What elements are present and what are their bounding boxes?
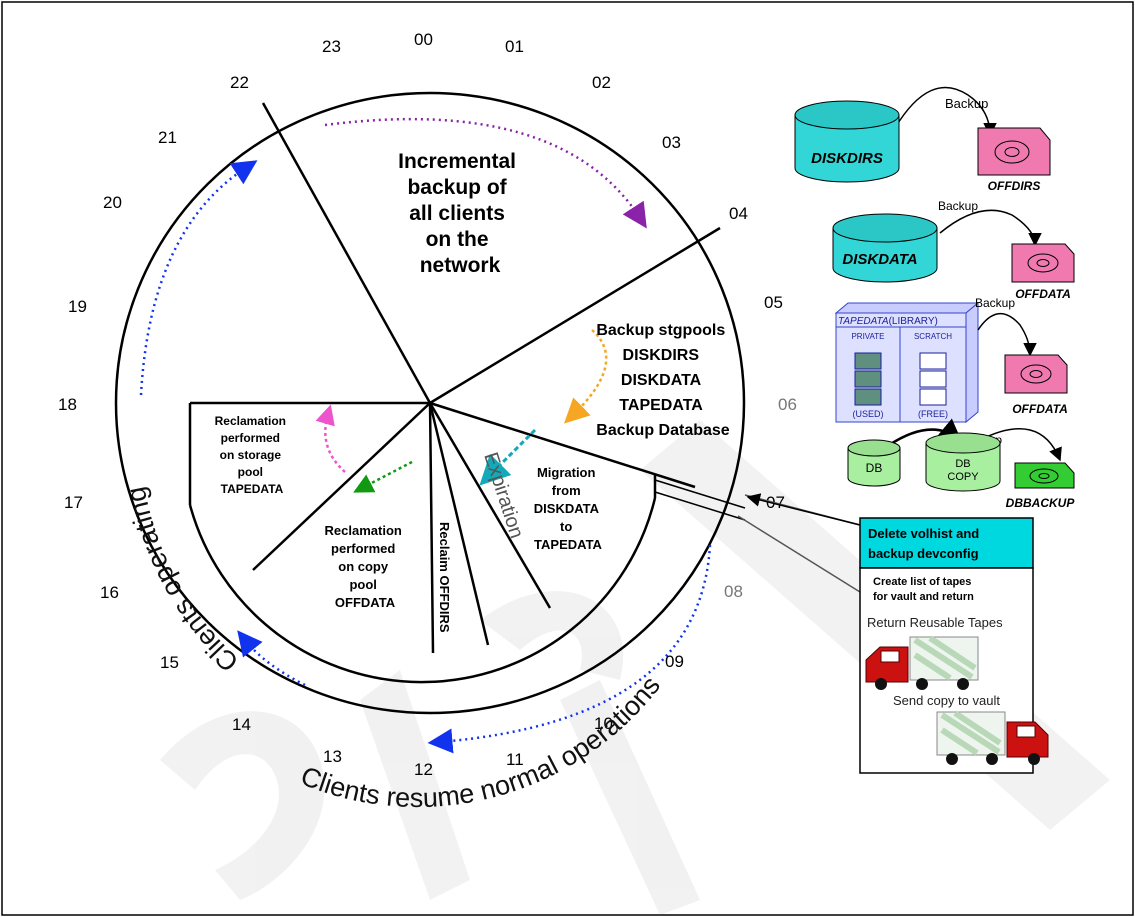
- segment-migration: Migration from DISKDATA to TAPEDATA: [479, 428, 603, 552]
- svg-text:TAPEDATA(LIBRARY): TAPEDATA(LIBRARY): [838, 316, 938, 327]
- dbbackup-label: DBBACKUP: [1006, 496, 1076, 510]
- svg-text:DISKDATA: DISKDATA: [842, 251, 917, 268]
- migration-text: Migration from DISKDATA to TAPEDATA: [534, 465, 603, 552]
- inner-pie: [188, 102, 721, 684]
- delete-connector: [654, 479, 861, 593]
- hour-01: 01: [505, 37, 524, 56]
- truck-vault-icon: [936, 710, 1049, 765]
- hour-20: 20: [103, 193, 122, 212]
- offdata-label-2: OFFDATA: [1012, 402, 1068, 416]
- send-vault-label: Send copy to vault: [893, 693, 1000, 708]
- diskdirs-cylinder: DISKDIRS: [794, 100, 900, 183]
- orange-dotted-arrow: [564, 329, 608, 424]
- hour-11: 11: [506, 750, 524, 769]
- backup-arrow-2: [939, 209, 1042, 247]
- expiration-text: Expiration: [479, 450, 527, 541]
- hour-22: 22: [230, 73, 249, 92]
- svg-text:DB: DB: [866, 461, 883, 475]
- offdirs-label: OFFDIRS: [988, 179, 1041, 193]
- reclamation-storage-text: Reclamation performed on storage pool TA…: [215, 414, 290, 496]
- outer-circle: [114, 91, 746, 715]
- hour-18: 18: [58, 395, 77, 414]
- hour-12: 12: [414, 760, 433, 779]
- pink-dotted-arrow: [315, 404, 346, 473]
- svg-text:SCRATCH: SCRATCH: [914, 332, 952, 341]
- create-list-line2: for vault and return: [873, 591, 974, 603]
- hour-05: 05: [764, 293, 783, 312]
- right-panel: Backup DISKDIRS OFFDIRS Backup DISKDATA …: [794, 86, 1076, 774]
- hour-13: 13: [323, 747, 342, 766]
- svg-text:DISKDIRS: DISKDIRS: [811, 150, 883, 167]
- segment-reclamation-storage: Reclamation performed on storage pool TA…: [215, 404, 346, 496]
- hour-02: 02: [592, 73, 611, 92]
- segment-backup-stgpools: Backup stgpools DISKDIRS DISKDATA TAPEDA…: [564, 322, 730, 439]
- return-tapes-label: Return Reusable Tapes: [867, 615, 1003, 630]
- delete-volhist-box: [859, 517, 1034, 569]
- reclaim-offdirs-text: Reclaim OFFDIRS: [437, 522, 452, 633]
- hour-23: 23: [322, 37, 341, 56]
- hour-21: 21: [158, 128, 177, 147]
- backup-arrow-1: [894, 86, 997, 137]
- backup-arrow-4: [979, 428, 1062, 462]
- svg-text:DB: DB: [955, 458, 970, 470]
- backup-label-2: Backup: [938, 199, 978, 213]
- db-copy-cylinder: DB COPY: [925, 432, 1001, 492]
- reclamation-copy-text: Reclamation performed on copy pool OFFDA…: [325, 523, 406, 610]
- hour-03: 03: [662, 133, 681, 152]
- teal-dashed-arrow: [479, 428, 537, 486]
- hour-14: 14: [232, 715, 251, 734]
- green-dotted-arrow: [353, 460, 413, 493]
- segment-reclamation-copy: Reclamation performed on copy pool OFFDA…: [325, 460, 413, 610]
- hour-17: 17: [64, 493, 83, 512]
- svg-text:COPY: COPY: [947, 471, 979, 483]
- hour-15: 15: [160, 653, 179, 672]
- diskdata-cylinder: DISKDATA: [832, 213, 938, 283]
- offdata-tape-1: [1011, 243, 1075, 283]
- incremental-text: Incremental backup of all clients on the…: [398, 150, 522, 277]
- backup-stgpools-text: Backup stgpools DISKDIRS DISKDATA TAPEDA…: [596, 322, 729, 439]
- delete-volhist-line1: Delete volhist and: [868, 526, 979, 541]
- backup-label-3: Backup: [975, 296, 1015, 310]
- hour-10: 10: [594, 714, 613, 733]
- offdata-label-1: OFFDATA: [1015, 287, 1071, 301]
- segment-incremental: Incremental backup of all clients on the…: [324, 117, 647, 277]
- db-cylinder: DB: [847, 439, 901, 487]
- offdirs-tape: [977, 127, 1051, 176]
- hour-08: 08: [724, 582, 743, 601]
- hour-19: 19: [68, 297, 87, 316]
- blue-arrow-clients: [237, 630, 306, 687]
- delete-volhist-line2: backup devconfig: [868, 546, 979, 561]
- hour-00: 00: [414, 30, 433, 49]
- svg-text:PRIVATE: PRIVATE: [851, 332, 884, 341]
- offdata-tape-2: [1004, 354, 1068, 394]
- hour-16: 16: [100, 583, 119, 602]
- dbbackup-tape: [1014, 462, 1075, 489]
- blue-arrow-left: [139, 160, 258, 396]
- hour-04: 04: [729, 204, 748, 223]
- truck-return-icon: [865, 635, 979, 690]
- svg-text:(USED): (USED): [853, 409, 884, 419]
- hour-09: 09: [665, 652, 684, 671]
- svg-text:(FREE): (FREE): [918, 409, 948, 419]
- tapedata-library: TAPEDATA(LIBRARY) PRIVATE SCRATCH (USED)…: [834, 301, 980, 424]
- backup-label-1: Backup: [945, 96, 988, 111]
- create-list-line1: Create list of tapes: [873, 576, 971, 588]
- hour-06: 06: [778, 395, 797, 414]
- backup-arrow-3: [977, 313, 1037, 357]
